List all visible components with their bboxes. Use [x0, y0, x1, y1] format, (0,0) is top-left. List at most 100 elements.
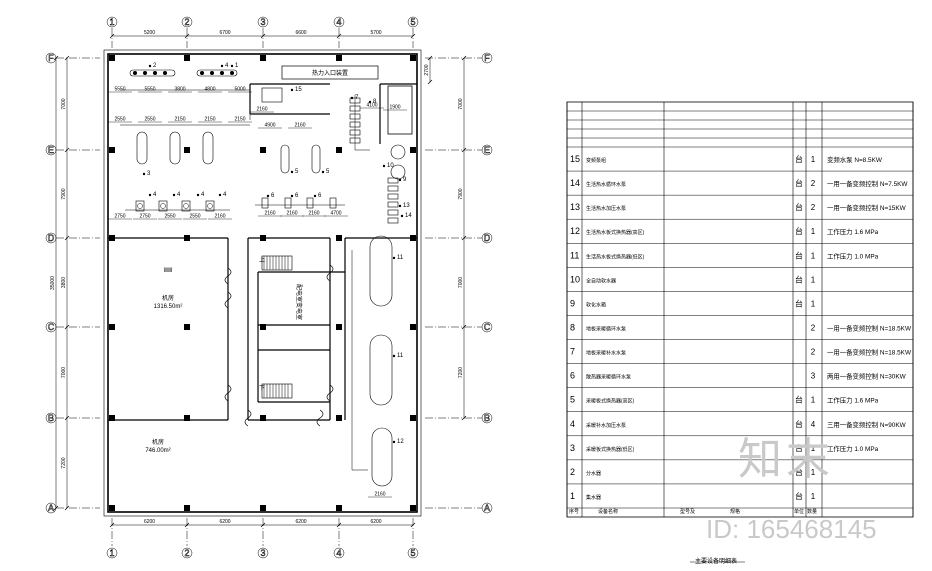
- leader-dot: [218, 193, 222, 197]
- dim-text: 3800: [61, 277, 67, 288]
- door-swing: [244, 409, 252, 427]
- axis-label-row: C: [48, 322, 55, 332]
- schedule-row-qty: 4: [811, 420, 816, 429]
- equipment-tag: 14: [405, 213, 412, 219]
- dim-text: 7000: [61, 367, 67, 378]
- dim-tick: [461, 147, 467, 153]
- axis-label-col: 2: [184, 17, 189, 27]
- dim-tick: [461, 324, 467, 330]
- dim-text: 6200: [370, 519, 381, 525]
- dim-tick: [427, 55, 433, 61]
- hot-water-exchanger-11b: [369, 334, 393, 406]
- column: [260, 235, 266, 241]
- axis-label-row: A: [484, 503, 490, 513]
- dim-tick: [64, 505, 70, 511]
- equipment-tag: 6: [295, 193, 299, 199]
- column: [336, 235, 342, 241]
- inner-dim-text: 2150: [234, 117, 245, 123]
- schedule-row-name: 生活热水循环水泵: [586, 181, 626, 188]
- leader-dot: [398, 204, 402, 208]
- pump-7: [349, 129, 361, 136]
- schedule-row-spec: 两用一备变频控制 N=30KW: [827, 372, 907, 381]
- schedule-row-unit: 台: [795, 395, 803, 405]
- schedule-row-no: 1: [570, 491, 575, 501]
- column: [109, 324, 115, 330]
- equipment-tag: 5: [295, 169, 299, 175]
- dim-text: 6700: [219, 30, 230, 36]
- schedule-row-unit: 台: [795, 274, 803, 284]
- schedule-row-name: 采暖板式换热器(低区): [586, 446, 635, 453]
- dim-tick: [53, 55, 59, 61]
- equipment-tag: 11: [397, 353, 404, 359]
- heat-exchanger-3: [169, 131, 181, 165]
- axis-label-col: 5: [410, 548, 415, 558]
- schedule-row-no: 11: [570, 250, 579, 260]
- dim-tick: [109, 522, 115, 528]
- pump-4: [135, 200, 145, 212]
- equipment-tag: 5: [326, 169, 330, 175]
- softener-10: [390, 144, 406, 160]
- axis-label-row: D: [48, 233, 55, 243]
- leader-dot: [142, 172, 146, 176]
- schedule-row-name: 采暖板式换热器(高区): [586, 398, 635, 405]
- schedule-row-name: 地板采暖循环水泵: [586, 326, 626, 333]
- schedule-row-spec: 工作压力 1.6 MPa: [827, 227, 879, 236]
- dim-tick: [260, 522, 266, 528]
- inner-dim-text: 2550: [114, 117, 125, 123]
- schedule-row-no: 3: [570, 443, 575, 453]
- leader-dot: [290, 194, 294, 198]
- inner-dim-text: 5550: [114, 87, 125, 93]
- dim-text: 2700: [424, 64, 430, 75]
- axis-label-row: F: [48, 53, 54, 63]
- schedule-header-name: 设备名称: [598, 508, 618, 515]
- pump-13: [387, 177, 399, 184]
- schedule-row-unit: 台: [795, 298, 803, 308]
- axis-bubble: [106, 16, 118, 28]
- inner-dim-text: 3800: [174, 87, 185, 93]
- column: [336, 505, 342, 511]
- schedule-row-name: 地板采暖补水水泵: [586, 350, 626, 357]
- dim-text: 35000: [50, 276, 56, 290]
- leader-dot: [398, 178, 402, 182]
- inner-dim-text: 2150: [174, 117, 185, 123]
- axis-label-row: F: [484, 53, 490, 63]
- door-swing: [224, 291, 232, 309]
- axis-label-col: 1: [109, 548, 114, 558]
- inner-dim-text: 2160: [374, 492, 385, 498]
- softener-10b: [390, 164, 406, 180]
- axis-bubble: [257, 547, 269, 559]
- equipment-tag: 7: [355, 95, 359, 101]
- schedule-row-name: 全自动软水器: [586, 277, 616, 284]
- schedule-row-qty: 1: [811, 468, 816, 477]
- stair: [261, 255, 293, 271]
- inner-dim-text: 2550: [164, 214, 175, 220]
- inner-dim-text: 4900: [264, 123, 275, 129]
- schedule-row-unit: 台: [795, 467, 803, 477]
- schedule-row-unit: 台: [795, 178, 803, 188]
- dim-tick: [53, 505, 59, 511]
- inner-dim-text: 2160: [286, 211, 297, 217]
- room-b-name: 机房: [152, 438, 164, 446]
- inner-dim-text: 2750: [139, 214, 150, 220]
- axis-bubble: [407, 547, 419, 559]
- valve: [143, 71, 147, 75]
- pump-motor: [137, 203, 143, 209]
- equipment-tag: 13: [403, 203, 410, 209]
- axis-label-col: 5: [410, 17, 415, 27]
- leader-dot: [266, 194, 270, 198]
- equipment-tag: 9: [403, 177, 407, 183]
- inner-dim-text: 2150: [204, 117, 215, 123]
- axis-bubble: [181, 547, 193, 559]
- schedule-row-no: 15: [570, 154, 580, 164]
- dim-text: 7200: [458, 367, 464, 378]
- pump-6: [329, 197, 337, 209]
- column: [260, 415, 266, 421]
- pipe: [354, 95, 370, 151]
- pipe: [351, 250, 368, 471]
- schedule-row-name: 生活热水板式换热器(低区): [586, 253, 645, 260]
- schedule-row-unit: 台: [795, 154, 803, 164]
- column: [410, 235, 416, 241]
- schedule-row-no: 2: [570, 467, 575, 477]
- axis-bubble: [257, 16, 269, 28]
- schedule-row-no: 4: [570, 419, 575, 429]
